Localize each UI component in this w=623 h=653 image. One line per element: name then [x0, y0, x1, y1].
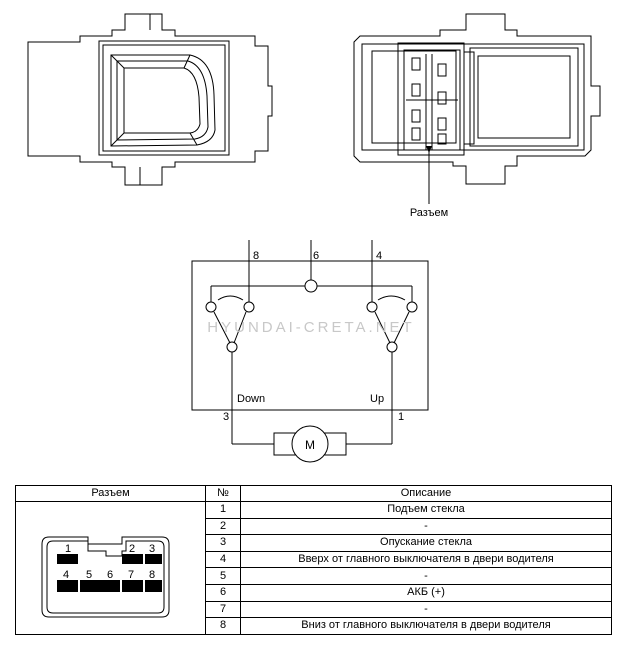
terminal-4-label: 4: [376, 250, 382, 262]
table-header-row: Разъем № Описание: [15, 485, 612, 502]
pin-number: 2: [205, 517, 241, 536]
pin-description: Опускание стекла: [240, 534, 612, 552]
pin-description: -: [240, 567, 612, 585]
pin-number: 6: [205, 583, 241, 602]
switch-rear-view: [353, 13, 601, 204]
wiring-schematic: [191, 240, 429, 463]
header-connector: Разъем: [15, 485, 206, 502]
connector-callout: Разъем: [410, 207, 448, 219]
pin-description: АКБ (+): [240, 583, 612, 602]
pin-description: Вниз от главного выключателя в двери вод…: [240, 617, 612, 635]
terminal-8-label: 8: [253, 250, 259, 262]
pin-description: Подъем стекла: [240, 501, 612, 519]
motor-label: M: [305, 438, 315, 452]
pin-table: Разъем № Описание 1 Подъем стекла 2 - 3 …: [15, 485, 612, 635]
table-row: 8 Вниз от главного выключателя в двери в…: [16, 617, 612, 635]
table-row: 1 Подъем стекла: [15, 501, 612, 635]
pin-number: 7: [205, 600, 241, 619]
table-row: 2 -: [16, 517, 612, 536]
pin-number: 4: [205, 550, 241, 569]
watermark: HYUNDAI-CRETA.NET: [207, 319, 414, 336]
switch-down-label: Down: [237, 393, 265, 405]
pin-description: -: [240, 600, 612, 619]
pin-description: Вверх от главного выключателя в двери во…: [240, 550, 612, 569]
pin-number: 5: [205, 567, 241, 585]
pin-number: 3: [205, 534, 241, 552]
switch-front-view: [27, 13, 273, 186]
connector-cell: [15, 501, 206, 635]
terminal-3-label: 3: [223, 411, 229, 423]
header-number: №: [205, 485, 241, 502]
pin-number: 8: [205, 617, 241, 635]
terminal-1-label: 1: [398, 411, 404, 423]
pin-number: 1: [205, 501, 241, 519]
pin-description: -: [240, 517, 612, 536]
terminal-6-label: 6: [313, 250, 319, 262]
header-description: Описание: [240, 485, 612, 502]
switch-up-label: Up: [370, 393, 384, 405]
